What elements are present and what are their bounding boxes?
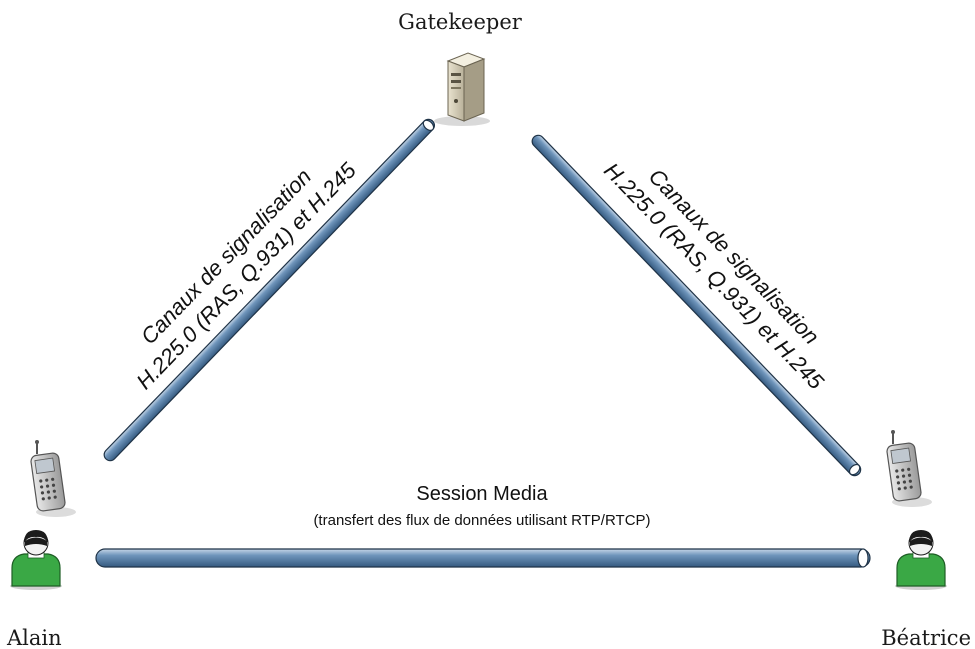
beatrice-label: Béatrice — [881, 626, 971, 649]
left-channel-label: Canaux de signalisation H.225.0 (RAS, Q.… — [131, 157, 361, 394]
media-session-title: Session Media — [416, 483, 548, 505]
alain-label: Alain — [6, 626, 62, 649]
right-channel-line2: H.225.0 (RAS, Q.931) et H.245 — [599, 158, 829, 395]
media-session-pipe — [95, 548, 871, 568]
right-signaling-pipe — [531, 134, 862, 477]
right-mobile-phone-icon — [886, 430, 932, 507]
alain-person-icon — [10, 530, 62, 590]
left-channel-line2: H.225.0 (RAS, Q.931) et H.245 — [131, 157, 361, 394]
media-session-subtitle: (transfert des flux de données utilisant… — [313, 512, 650, 529]
gatekeeper-label: Gatekeeper — [398, 10, 523, 34]
left-signaling-pipe — [103, 118, 436, 462]
beatrice-person-icon — [895, 530, 947, 590]
right-channel-label: Canaux de signalisation H.225.0 (RAS, Q.… — [599, 158, 829, 395]
server-icon — [434, 52, 490, 126]
left-channel-line1: Canaux de signalisation — [136, 164, 316, 349]
right-channel-line1: Canaux de signalisation — [644, 164, 824, 349]
left-mobile-phone-icon — [30, 440, 76, 517]
